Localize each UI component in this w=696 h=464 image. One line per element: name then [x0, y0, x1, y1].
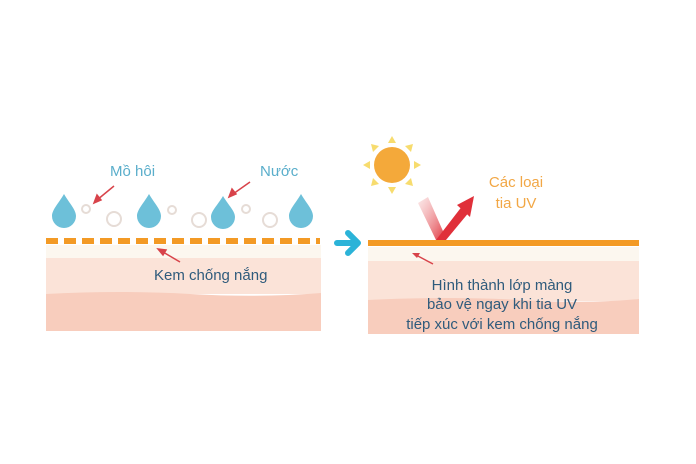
- sun-icon: [363, 136, 421, 194]
- incoming-uv-ray: [418, 197, 446, 240]
- uv-label-line2: tia UV: [496, 195, 537, 212]
- sunscreen-solid-layer: [368, 240, 639, 246]
- water-drop-icon: [211, 196, 235, 229]
- sweat-bubble-icon: [81, 204, 91, 214]
- sunscreen-label: Kem chống nắng: [154, 267, 267, 284]
- caption-line: Hình thành lớp màng: [432, 277, 573, 294]
- sweat-bubble-icon: [241, 204, 251, 214]
- reflected-uv-arrow-icon: [436, 196, 474, 240]
- pointer-arrow-right: [415, 254, 434, 265]
- sweat-bubble-icon: [106, 211, 122, 227]
- sweat-bubble-icon: [167, 205, 177, 215]
- caption-line: bảo vệ ngay khi tia UV: [427, 296, 577, 313]
- sweat-bubble-icon: [191, 212, 207, 228]
- flow-arrow-icon: [334, 230, 361, 256]
- skin-layers-right: [368, 247, 639, 334]
- water-drops: [52, 194, 313, 229]
- pointer-arrowhead: [412, 253, 420, 258]
- water-drop-icon: [289, 194, 313, 228]
- water-drop-icon: [137, 194, 161, 228]
- sweat-bubble-icon: [262, 212, 278, 228]
- caption-line: tiếp xúc với kem chống nắng: [406, 316, 598, 333]
- water-label: Nước: [260, 163, 299, 180]
- sweat-bubbles: [81, 204, 278, 228]
- pointer-arrows-left: [92, 181, 251, 263]
- sweat-label: Mồ hôi: [110, 163, 155, 180]
- uv-label-line1: Các loại: [489, 174, 543, 191]
- water-drop-icon: [52, 194, 76, 228]
- skin-layers-left: [46, 245, 321, 331]
